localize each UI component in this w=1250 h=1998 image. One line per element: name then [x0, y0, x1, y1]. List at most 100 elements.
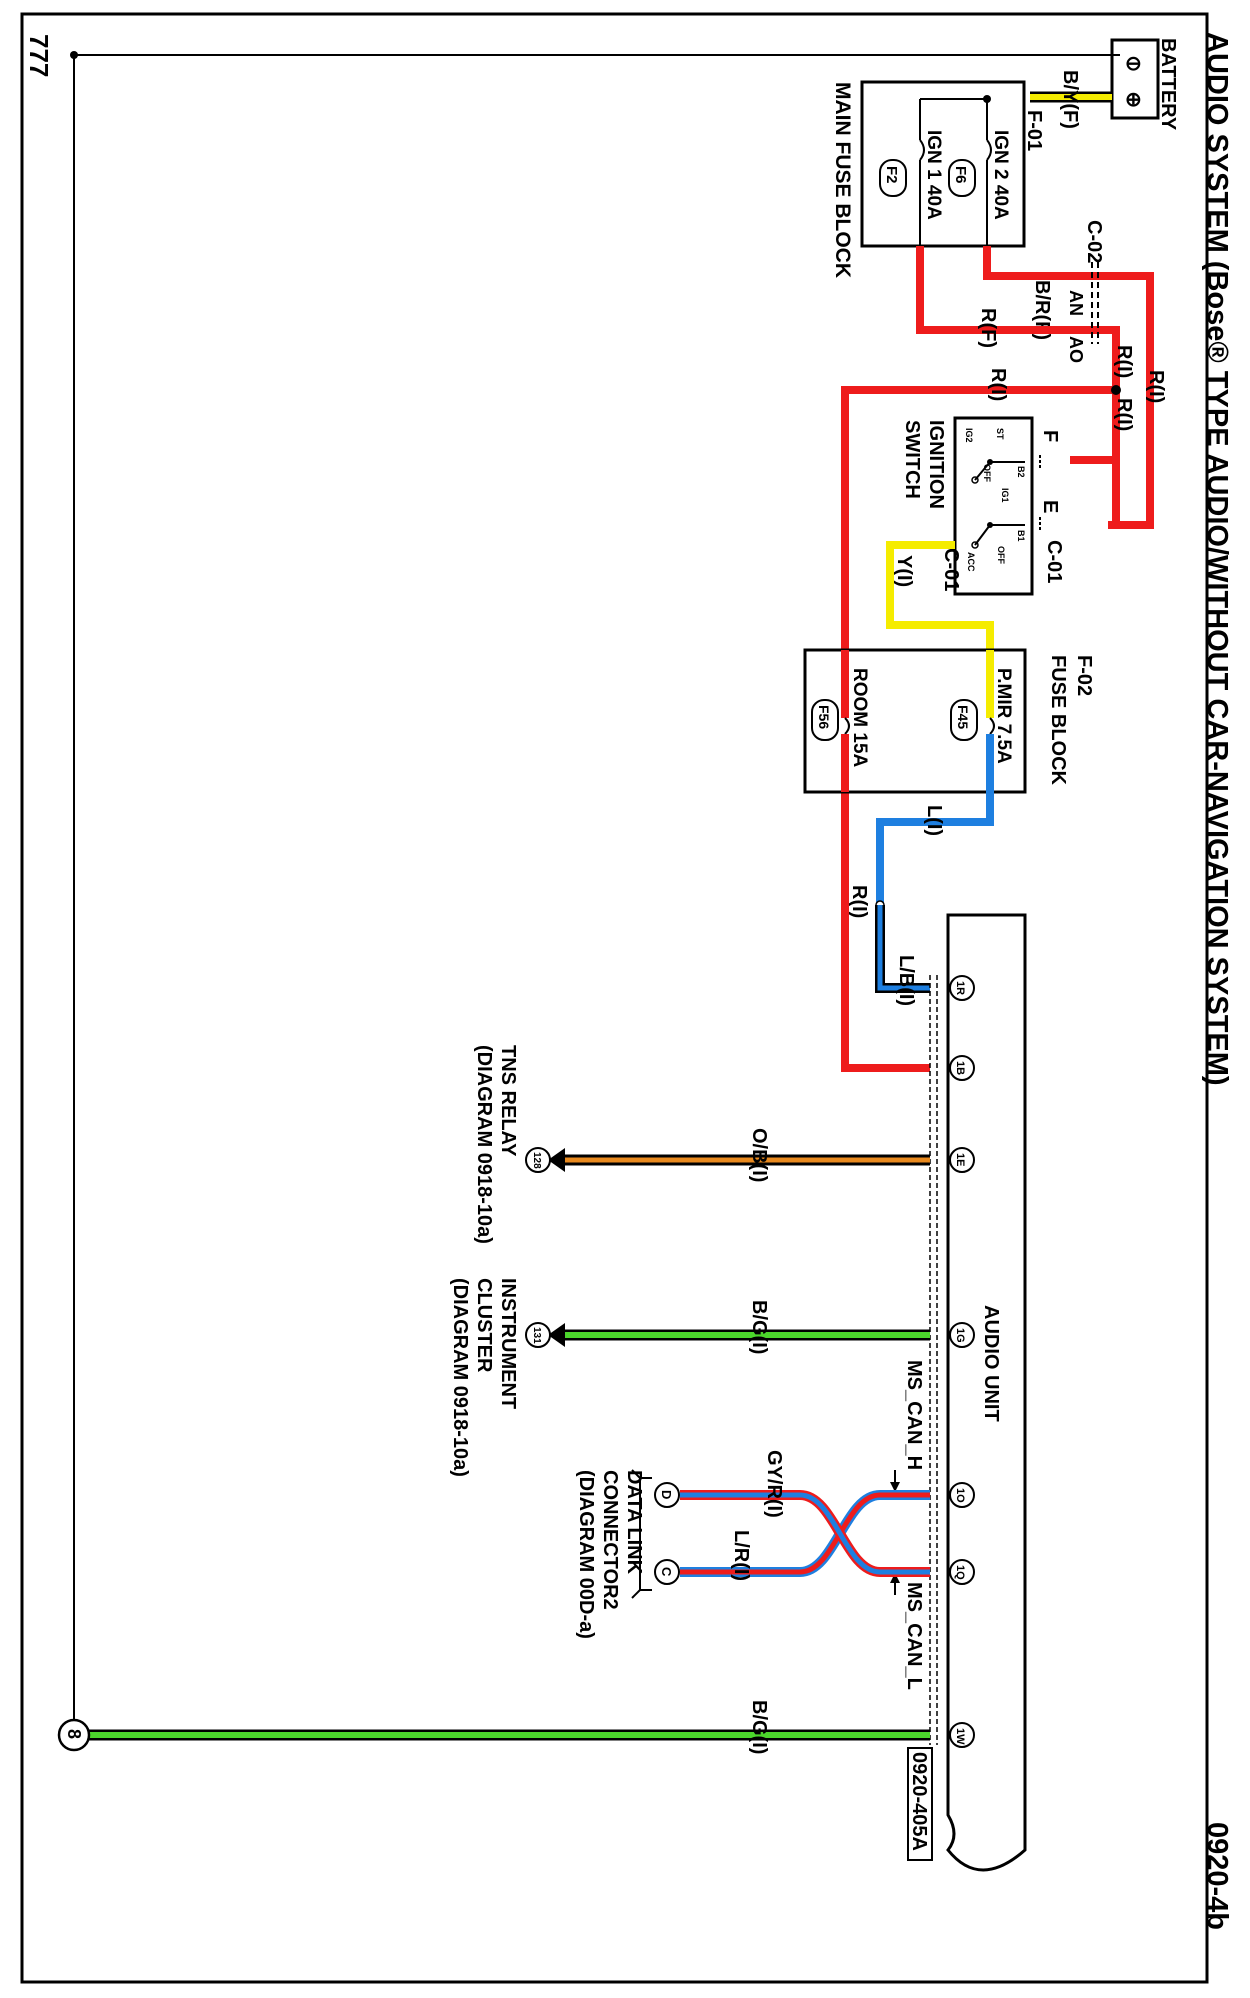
fuse-ign2-label: IGN 2 40A	[990, 130, 1011, 220]
fuse-f6-tag: F6	[948, 159, 976, 197]
ignition-pos-off2: OFF	[996, 546, 1006, 564]
pin-1e: 1E	[949, 1147, 975, 1173]
svg-text:1E: 1E	[954, 1153, 966, 1166]
fuse-room-label: ROOM 15A	[849, 668, 870, 768]
svg-text:1O: 1O	[954, 1488, 966, 1503]
svg-text:1W: 1W	[954, 1728, 966, 1745]
wire-rf: R(F)	[916, 246, 1100, 348]
dlc-label-3: (DIAGRAM 00D-a)	[575, 1470, 597, 1639]
tns-relay: 128 TNS RELAY (DIAGRAM 0918-10a)	[473, 1045, 551, 1244]
svg-text:C: C	[659, 1567, 674, 1577]
can-l-label: MS_CAN_L	[903, 1582, 925, 1690]
wire-y: Y(I)	[886, 541, 994, 665]
battery-plus-icon: ⊕	[1125, 89, 1142, 111]
page-title: AUDIO SYSTEM (Bose® TYPE AUDIO/WITHOUT C…	[1201, 32, 1233, 1086]
fuse-f2-tag: F2	[879, 159, 907, 197]
battery-label: BATTERY	[1157, 38, 1179, 131]
wire-label-ob: O/B(I)	[748, 1128, 770, 1182]
ignition-connector-right: C-01	[1043, 540, 1065, 583]
wire-label-rf: R(F)	[977, 308, 999, 348]
data-link-connector: D C DATA LINK CONNECTOR2 (DIAGRAM 00D-a)	[575, 1469, 680, 1639]
svg-text:1B: 1B	[954, 1061, 966, 1075]
fuse-f45-tag: F45	[950, 699, 978, 741]
wire-lb: L/B(I)	[875, 905, 930, 1006]
wire-label-r-room: R(I)	[848, 885, 870, 918]
fuse-block-connector: F-02	[1073, 655, 1095, 696]
can-h-label: MS_CAN_H	[903, 1360, 925, 1470]
fuse-ign1-label: IGN 1 40A	[923, 130, 944, 220]
svg-text:128: 128	[531, 1152, 542, 1169]
wire-bg-cluster: B/G(I)	[548, 1300, 930, 1354]
svg-text:F45: F45	[955, 705, 971, 729]
diagram-ref: 0920-405A	[908, 1752, 930, 1851]
main-fuse-connector: F-01	[1023, 110, 1045, 151]
wire-label-r-upper: R(I)	[1145, 370, 1167, 403]
pin-1g: 1G	[949, 1322, 975, 1348]
pin-1o: 1O	[949, 1482, 975, 1508]
ignition-pos-ig2: IG2	[964, 428, 974, 443]
fuse-f56-tag: F56	[811, 699, 839, 741]
battery-minus-icon: ⊖	[1125, 53, 1142, 75]
pin-1b: 1B	[949, 1055, 975, 1081]
wire-label-gyr: GY/R(I)	[763, 1450, 785, 1518]
wire-label-bg-ground: B/G(I)	[748, 1700, 770, 1754]
pin-1w: 1W	[949, 1722, 975, 1748]
svg-text:1G: 1G	[954, 1328, 966, 1343]
wire-br: B/R(F)	[983, 246, 1100, 340]
ignition-switch: F E C-01 IGNITION SWITCH C-01 ST IG2 B2 …	[901, 416, 1065, 596]
fuse-block-f02: F-02 FUSE BLOCK P.MIR 7.5A F45 ROOM 15A …	[803, 648, 1095, 794]
tns-relay-label: TNS RELAY	[497, 1045, 519, 1157]
ignition-label-2: SWITCH	[901, 420, 923, 499]
ground-point: 8	[57, 1718, 91, 1752]
wire-label-l: L(I)	[923, 805, 945, 836]
diagram-ref-box	[907, 1747, 933, 1861]
ignition-term-f: F	[1039, 430, 1061, 442]
wire-label-bg-cluster: B/G(I)	[748, 1300, 770, 1354]
tns-relay-diagram: (DIAGRAM 0918-10a)	[473, 1045, 495, 1244]
svg-text:D: D	[659, 1490, 674, 1499]
wire-label-lb: L/B(I)	[895, 955, 917, 1006]
svg-text:8: 8	[64, 1729, 84, 1739]
c02-pin-ao: AO	[1066, 336, 1086, 363]
wire-label-by: B/Y(F)	[1059, 70, 1081, 129]
ignition-pos-ig1: IG1	[1000, 488, 1010, 503]
wire-ob: O/B(I)	[548, 1128, 930, 1182]
wire-label-lr: L/R(I)	[730, 1530, 752, 1581]
cluster-label-1: INSTRUMENT	[497, 1278, 519, 1409]
ground-bus: 777	[24, 34, 1120, 1735]
wire-r-room: R(I)	[848, 885, 870, 918]
page-frame	[20, 12, 1209, 1984]
svg-text:F56: F56	[816, 705, 832, 729]
wire-label-r-2: R(I)	[1113, 345, 1135, 378]
main-fuse-block-label: MAIN FUSE BLOCK	[831, 82, 854, 278]
fuse-block-label: FUSE BLOCK	[1047, 655, 1069, 786]
ignition-pos-off1: OFF	[982, 464, 992, 482]
audio-unit-label: AUDIO UNIT	[980, 1305, 1002, 1422]
c02-pin-an: AN	[1066, 290, 1086, 316]
dlc-label-2: CONNECTOR2	[599, 1470, 621, 1610]
can-bus: MS_CAN_H MS_CAN_L GY/R(I) L/R(I)	[680, 1360, 930, 1690]
ignition-pos-st: ST	[995, 428, 1005, 440]
pin-1r: 1R	[949, 975, 975, 1001]
ignition-pos-b1: B1	[1016, 530, 1026, 542]
wire-label-br: B/R(F)	[1031, 280, 1053, 340]
connector-c02: C-02 AN AO	[1066, 220, 1105, 363]
ignition-pos-acc: ACC	[966, 552, 976, 572]
wire-by: B/Y(F)	[1030, 70, 1112, 129]
wire-label-r-3: R(I)	[1113, 398, 1135, 431]
ground-label: 777	[24, 34, 54, 77]
instrument-cluster: 131 INSTRUMENT CLUSTER (DIAGRAM 0918-10a…	[449, 1278, 551, 1477]
dlc-label-1: DATA LINK	[623, 1470, 645, 1575]
ignition-term-e: E	[1039, 500, 1061, 513]
page-code: 0920-4b	[1201, 1822, 1233, 1930]
wire-label-r-4: R(I)	[987, 368, 1009, 401]
ignition-pos-b2: B2	[1016, 466, 1026, 478]
c02-label: C-02	[1083, 220, 1105, 263]
battery: ⊖ ⊕ BATTERY	[1110, 38, 1179, 131]
wire-r-upper: R(I)	[1100, 272, 1167, 529]
wire-bg-ground: B/G(I)	[88, 1700, 930, 1754]
cluster-label-3: (DIAGRAM 0918-10a)	[449, 1278, 471, 1477]
wire-label-y: Y(I)	[893, 555, 915, 587]
svg-text:F2: F2	[883, 166, 900, 184]
